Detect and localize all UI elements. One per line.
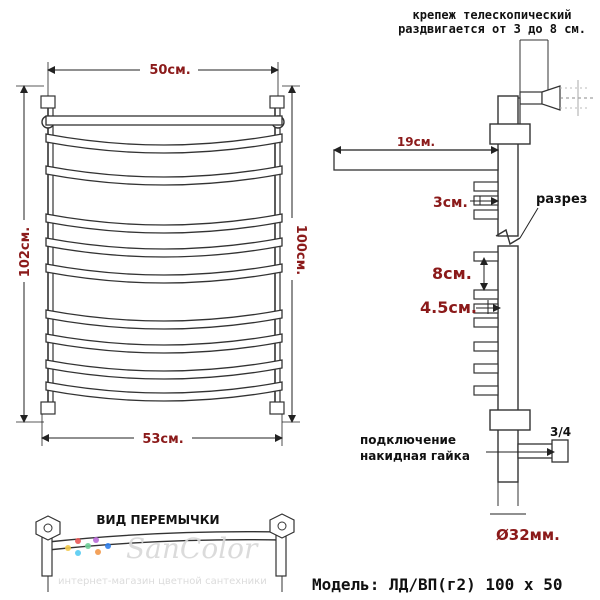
rung-1	[45, 133, 283, 154]
height-left-label: 102см.	[18, 227, 33, 277]
rung-4	[45, 237, 283, 258]
cut-label: разрез	[536, 192, 587, 207]
watermark-brand: SanColor	[126, 532, 259, 565]
thread-label: 3/4	[550, 425, 571, 439]
rung-2	[45, 165, 283, 186]
bracket-note-line2: раздвигается от 3 до 8 см.	[398, 22, 586, 36]
rung-3	[45, 213, 283, 234]
union-nut	[551, 439, 569, 463]
connection-label-line2: накидная гайка	[360, 449, 470, 463]
front-view: 50см. 53см. 102см. 100см.	[16, 61, 308, 447]
wall-anchor	[519, 80, 596, 116]
width-bottom-label: 53см.	[142, 432, 183, 447]
gap-45-label: 4.5см.	[420, 298, 477, 317]
watermark-dots-icon	[65, 537, 111, 556]
rung-7	[45, 333, 283, 354]
depth-label: 19см.	[397, 135, 435, 149]
rungs	[45, 133, 283, 402]
model-label: Модель: ЛД/ВП(г2) 100 х 50	[312, 575, 562, 594]
side-pipe-upper	[497, 95, 519, 237]
side-pipe-lower	[497, 245, 519, 483]
width-top-label: 50см.	[149, 63, 190, 78]
rung-6	[45, 309, 283, 330]
watermark-tagline: интернет-магазин цветной сантехники	[58, 576, 267, 587]
gap-3-label: 3см.	[433, 195, 468, 211]
bracket-note-line1: крепеж телескопический	[413, 8, 572, 22]
rung-9	[45, 381, 283, 402]
cut-mark	[495, 228, 521, 246]
gap-8-label: 8см.	[432, 264, 472, 283]
top-bar	[45, 115, 283, 126]
height-right-label: 100см.	[293, 225, 308, 275]
jumper-title: ВИД ПЕРЕМЫЧКИ	[96, 513, 219, 527]
rung-5	[45, 263, 283, 284]
diameter-label: Ø32мм.	[496, 526, 560, 544]
rung-8	[45, 359, 283, 380]
connection-label-line1: подключение	[360, 433, 456, 447]
lower-clamp	[489, 409, 531, 431]
rung-stubs-lower	[473, 251, 499, 396]
upper-clamp	[489, 123, 531, 145]
depth-bar	[333, 149, 499, 171]
watermark: SanColor интернет-магазин цветной сантех…	[58, 532, 267, 587]
side-view: крепеж телескопический раздвигается от 3…	[333, 8, 596, 544]
connection-pipe	[517, 443, 555, 459]
